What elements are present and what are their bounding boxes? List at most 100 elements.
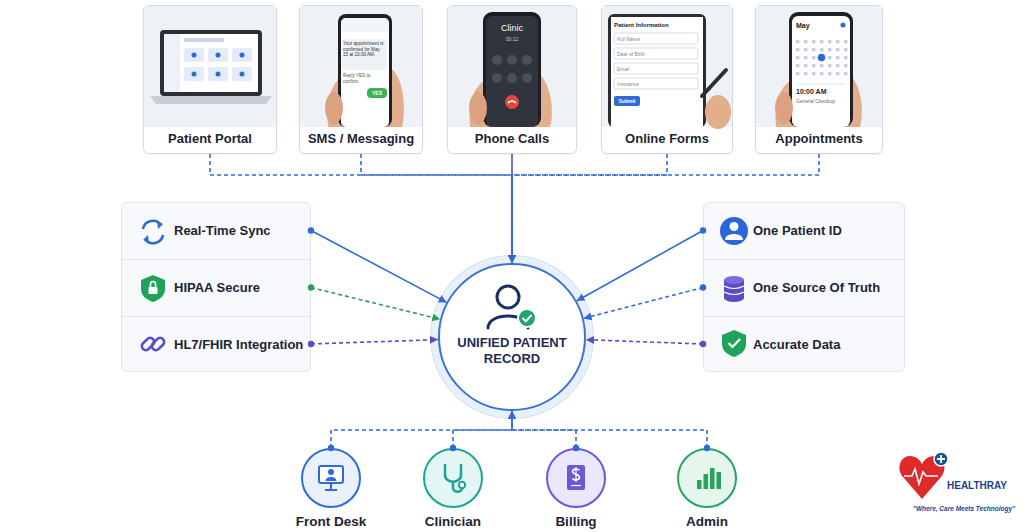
feature-label: One Patient ID [753, 223, 842, 238]
chain-link [150, 336, 166, 352]
logo-pulse [904, 469, 938, 484]
check-mark [523, 315, 532, 321]
tile-icon [240, 53, 245, 58]
front-desk-icon [319, 466, 343, 490]
connector [512, 411, 576, 448]
card-image-bg [300, 6, 422, 127]
screen-tile [208, 48, 228, 62]
connector [311, 340, 438, 344]
shield [141, 275, 165, 302]
hand [470, 74, 552, 127]
card-image-bg [144, 6, 276, 127]
role-node: Billing [531, 448, 621, 530]
hand [705, 95, 731, 129]
role-node: Clinician [408, 448, 498, 530]
calendar-phone-illustration [756, 6, 882, 127]
connector-dot [704, 445, 710, 451]
stethoscope-tube [445, 465, 461, 482]
call-button [522, 55, 532, 65]
icon-disc [720, 217, 748, 245]
person-head [730, 222, 739, 231]
feature-row: Accurate Data [703, 316, 905, 372]
feature-label: One Source Of Truth [753, 280, 880, 295]
lock-shackle [151, 282, 156, 288]
monitor-foot [325, 489, 337, 491]
reply-bubble [367, 88, 387, 98]
billing-icon [567, 465, 585, 490]
end-call-button [505, 95, 519, 109]
feature-row: One Source Of Truth [703, 259, 905, 316]
card-image-bg [448, 6, 576, 127]
connector-dot [308, 284, 314, 290]
connector-dot [700, 284, 706, 290]
card-label: Online Forms [602, 125, 732, 153]
form-field [614, 33, 698, 44]
message-bubble [342, 39, 387, 70]
tile-icon [216, 53, 221, 58]
lock-body [149, 287, 158, 294]
channel-card: Appointments [755, 5, 883, 154]
person-body [326, 477, 337, 481]
role-label: Admin [652, 514, 762, 529]
screen-sidebar [164, 34, 180, 92]
phone-body [338, 14, 392, 127]
connector [311, 288, 440, 320]
connector [512, 411, 707, 448]
monitor-stand [330, 483, 332, 489]
connector [311, 231, 447, 303]
feature-row: HIPAA Secure [121, 259, 311, 316]
database-top [724, 276, 744, 284]
logo-cross [937, 455, 945, 463]
connector-dot [700, 341, 706, 347]
connector [586, 340, 703, 344]
role-circle [423, 448, 483, 508]
selected-day [818, 54, 826, 62]
call-button [507, 55, 517, 65]
laptop-screen [164, 34, 258, 92]
database-bottom [724, 294, 744, 302]
feature-row: Real-Time Sync [121, 202, 311, 259]
sync-icon [143, 221, 163, 243]
channel-card: Patient Portal [143, 5, 277, 154]
tablet-screen [611, 17, 703, 127]
feature-label: HIPAA Secure [174, 280, 260, 295]
connector-dot [308, 227, 314, 233]
connector-dot [700, 227, 706, 233]
sync-arc [143, 221, 161, 229]
channel-card: SMS / Messaging [299, 5, 423, 154]
chart-icon [697, 468, 721, 489]
form-field [614, 48, 698, 59]
phone-body [483, 12, 541, 127]
connector [584, 288, 703, 319]
tile-icon [192, 53, 197, 58]
stethoscope-chest [459, 482, 465, 488]
sync-arc [145, 235, 163, 243]
logo-tagline: "Where, Care Meets Technology" [898, 505, 1030, 513]
role-label: Billing [521, 514, 631, 529]
connector [512, 154, 819, 263]
phone-screen [341, 18, 389, 127]
chain-link [140, 336, 156, 352]
calendar-add [841, 23, 846, 28]
person-body [725, 234, 743, 240]
form-field [614, 78, 698, 89]
laptop-frame [160, 30, 262, 96]
connector [210, 154, 512, 263]
logo-heart [899, 456, 944, 499]
database-icon [724, 276, 744, 302]
role-label: Front Desk [276, 514, 386, 529]
phone-call-illustration [448, 6, 576, 127]
screen-tile [232, 67, 252, 81]
tile-icon [240, 72, 245, 77]
thumb [325, 92, 343, 124]
shield-check-icon [722, 330, 746, 357]
logo-badge [934, 452, 948, 466]
call-button [507, 73, 517, 83]
channel-card: Online Forms [601, 5, 733, 154]
hand [328, 70, 404, 127]
call-button [522, 73, 532, 83]
feature-label: Accurate Data [753, 337, 840, 352]
call-button [492, 73, 502, 83]
calendar-grid [796, 40, 848, 76]
